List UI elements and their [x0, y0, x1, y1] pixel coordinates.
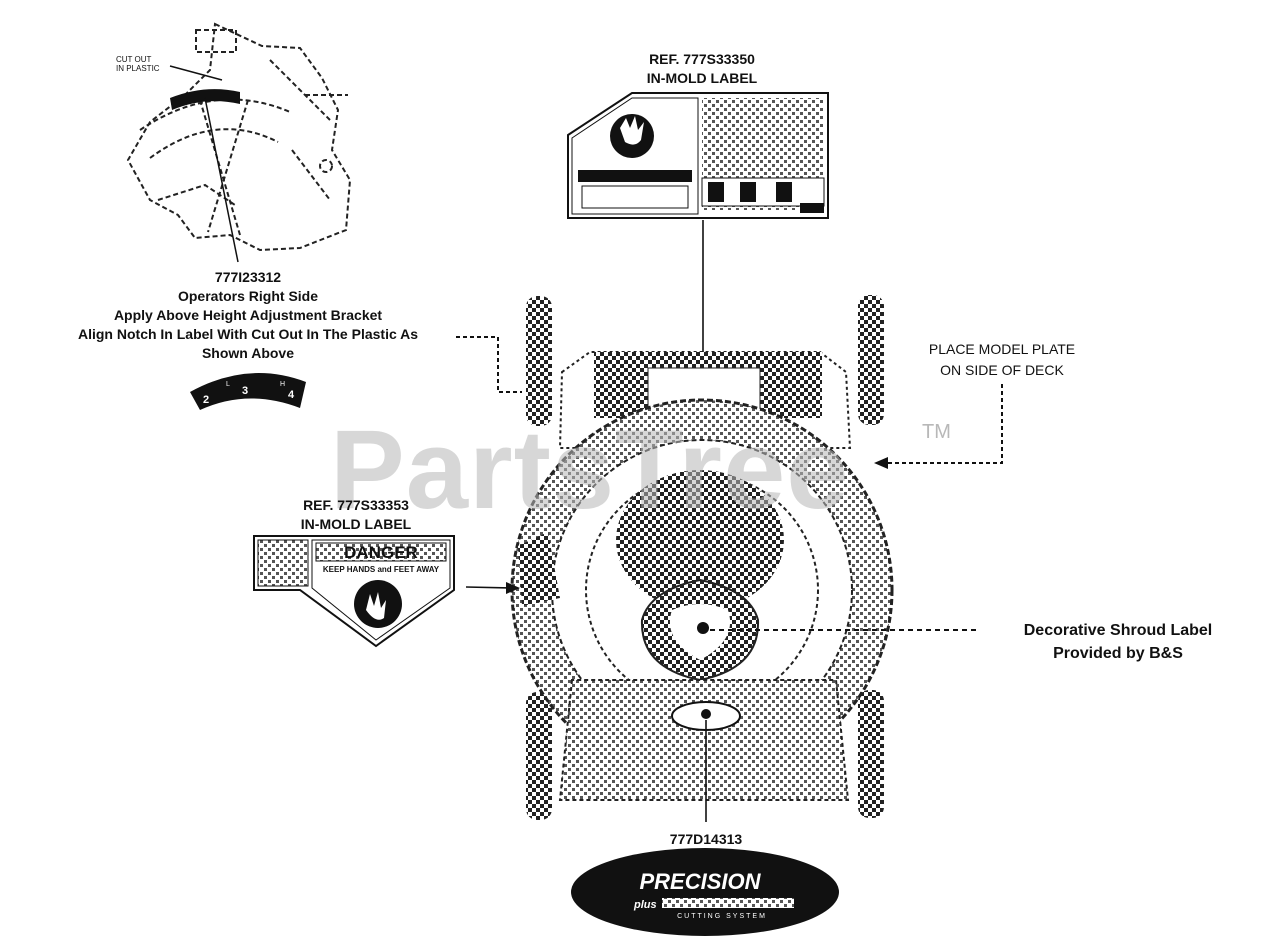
in-mold-label-top — [567, 92, 829, 219]
left-label-arrowhead — [506, 582, 520, 594]
model-plate-caption: PLACE MODEL PLATE ON SIDE OF DECK — [902, 339, 1102, 381]
height-mark-low: L — [226, 381, 230, 388]
danger-title: DANGER — [344, 543, 418, 562]
precision-logo: PRECISION plus CUTTING SYSTEM — [571, 848, 839, 936]
height-mark-high: H — [280, 381, 285, 388]
model-plate-line1: PLACE MODEL PLATE — [928, 341, 1076, 357]
model-plate-line2: ON SIDE OF DECK — [940, 362, 1064, 378]
ref-top-part-number: REF. 777S33350 — [649, 51, 755, 67]
cut-out-line1: CUT OUT — [116, 55, 152, 64]
bracket-leader-line — [204, 97, 239, 263]
mower-top-view — [510, 295, 894, 820]
right-side-part-number: 777I23312 — [214, 269, 282, 285]
shroud-line2: Provided by B&S — [1053, 645, 1183, 662]
model-plate-arrowhead — [874, 457, 888, 469]
precision-plus: plus — [633, 899, 657, 911]
bottom-part-number: 777D14313 — [669, 831, 743, 847]
left-label-leader — [465, 586, 511, 589]
height-number-4: 4 — [288, 389, 295, 401]
watermark-text: PartsTree — [330, 407, 850, 532]
precision-tagline: CUTTING SYSTEM — [677, 913, 767, 920]
wheel-rear-left — [526, 296, 552, 426]
shroud-line1: Decorative Shroud Label — [1023, 622, 1213, 639]
right-side-instructions: 777I23312 Operators Right Side Apply Abo… — [40, 268, 456, 363]
right-side-line4: Shown Above — [201, 345, 295, 361]
ref-left-caption: REF. 777S33353 IN-MOLD LABEL — [256, 496, 456, 534]
height-adjustment-bracket-drawing — [126, 22, 352, 252]
danger-subtitle: KEEP HANDS and FEET AWAY — [323, 565, 440, 574]
right-side-line3: Align Notch In Label With Cut Out In The… — [77, 326, 419, 342]
in-mold-label-left: DANGER KEEP HANDS and FEET AWAY — [253, 535, 455, 648]
wheel-rear-right — [858, 295, 884, 425]
watermark-trademark: TM — [922, 421, 951, 443]
ref-left-type: IN-MOLD LABEL — [300, 516, 412, 532]
height-position-label: 2 3 4 L H — [190, 373, 306, 410]
ref-top-type: IN-MOLD LABEL — [646, 70, 758, 86]
shroud-caption: Decorative Shroud Label Provided by B&S — [978, 619, 1258, 665]
right-side-line2: Apply Above Height Adjustment Bracket — [113, 307, 383, 323]
height-number-3: 3 — [242, 385, 248, 397]
ref-top-caption: REF. 777S33350 IN-MOLD LABEL — [602, 50, 802, 88]
cut-out-label: CUT OUT IN PLASTIC — [116, 55, 160, 73]
cut-out-leader-line — [169, 65, 223, 81]
model-plate-leader — [882, 384, 1003, 464]
right-side-line1: Operators Right Side — [177, 288, 319, 304]
wheel-front-left — [526, 692, 552, 820]
right-side-leader — [456, 336, 522, 393]
cut-out-line2: IN PLASTIC — [116, 64, 160, 73]
precision-brand: PRECISION — [639, 869, 761, 894]
wheel-front-right — [858, 690, 884, 818]
ref-left-part-number: REF. 777S33353 — [303, 497, 409, 513]
height-number-2: 2 — [203, 394, 209, 406]
